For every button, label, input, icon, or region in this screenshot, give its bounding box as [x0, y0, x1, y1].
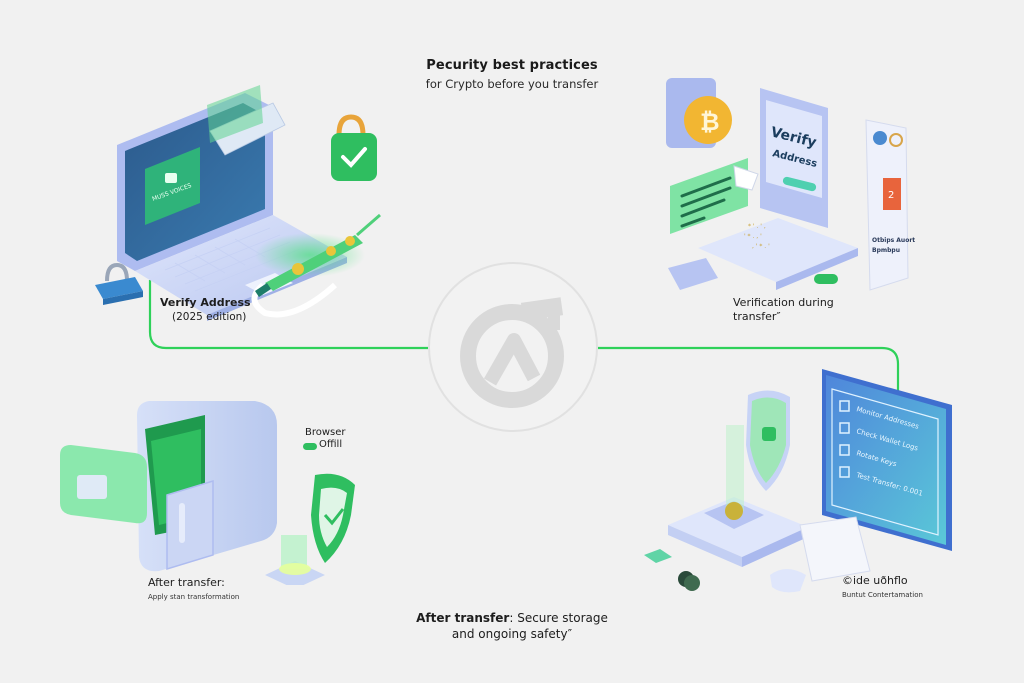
center-emblem: [428, 262, 598, 432]
laptop-icon: MUSS VOICES: [117, 85, 347, 321]
laptop-illustration: MUSS VOICES: [95, 85, 381, 321]
step-title: ©ide uðhflo: [842, 574, 908, 587]
svg-text:Bpmbpu: Bpmbpu: [872, 247, 900, 254]
step-title: Verify Address: [160, 296, 251, 309]
diagram-title: Pecurity best practices: [426, 58, 598, 73]
svg-text:2: 2: [888, 190, 894, 201]
toggle-icon: [814, 274, 838, 284]
step-after-transfer-safe: [55, 385, 355, 589]
browser-autofill-label: Browser Offill: [305, 427, 346, 451]
step-title: Verification during: [733, 296, 834, 309]
paper-icon: [799, 516, 871, 582]
hardware-wallet-icon: [251, 213, 381, 318]
coin-vault-icon: [668, 425, 808, 567]
step-title: After transfer:: [148, 576, 225, 589]
svg-text:* ' . ' ,: * ' . ' ,: [748, 223, 766, 230]
checklist-screen-icon: Monitor Addresses Check Wallet Logs Rota…: [822, 369, 952, 551]
step-title-line2: transfer″: [733, 310, 781, 323]
svg-text:, ' * . ': , ' * . ': [752, 243, 770, 250]
footer-text: : Secure storage: [509, 611, 608, 625]
svg-text:' * . , ': ' * . , ': [744, 233, 762, 240]
step-label-after-transfer: After transfer: Apply stan transformatio…: [148, 576, 239, 604]
diagram-subtitle: for Crypto before you transfer: [425, 77, 599, 91]
coin-icon: [292, 263, 304, 275]
shield-check-icon: [746, 390, 790, 491]
step-label-ongoing: ©ide uðhflo Buntut Contertamation: [842, 574, 923, 602]
shield-check-icon: [311, 473, 355, 563]
safe-icon: [137, 401, 277, 572]
coin-stack-icon: [644, 549, 700, 591]
footer-bold: After transfer: [416, 611, 510, 625]
ongoing-safety-illustration: Monitor Addresses Check Wallet Logs Rota…: [644, 369, 952, 593]
card-icon: [668, 258, 718, 290]
step-verify-address: MUSS VOICES: [95, 85, 415, 325]
side-label-line2: Offill: [319, 439, 343, 450]
step-subtitle: (2025 edition): [172, 311, 247, 323]
padlock-check-icon: [331, 114, 377, 181]
wallet-icon: [60, 445, 147, 524]
safe-illustration: [60, 401, 355, 589]
toggle-icon: [303, 443, 317, 450]
pointer-hand-icon: [733, 165, 759, 191]
step-subtitle: Buntut Contertamation: [842, 591, 923, 599]
verification-illustration: ₿ Verify Address * ' . ' ,' * . , ', ' *…: [666, 78, 915, 291]
svg-text:Otbips Auort: Otbips Auort: [872, 237, 915, 244]
step-ongoing-safety: Monitor Addresses Check Wallet Logs Rota…: [630, 365, 960, 595]
side-label-line1: Browser: [305, 427, 346, 438]
svg-text:₿: ₿: [700, 108, 720, 136]
padlock-icon: [95, 262, 143, 305]
crypto-logo-icon: [460, 297, 564, 408]
footer-caption: After transfer: Secure storage and ongoi…: [0, 610, 1024, 642]
glowing-cube-icon: [265, 535, 325, 589]
step-subtitle: Apply stan transformation: [148, 593, 240, 601]
step-label-verify-address: Verify Address (2025 edition): [160, 296, 251, 324]
bitcoin-icon: ₿: [666, 78, 732, 148]
step-label-verification: Verification during transfer″: [733, 296, 834, 324]
footer-text-line2: and ongoing safety″: [451, 627, 573, 641]
step-verification-during-transfer: ₿ Verify Address * ' . ' ,' * . , ', ' *…: [648, 78, 918, 308]
diagram-header: Pecurity best practices for Crypto befor…: [0, 58, 1024, 91]
receipt-icon: 2 Otbips Auort Bpmbpu: [865, 119, 915, 291]
